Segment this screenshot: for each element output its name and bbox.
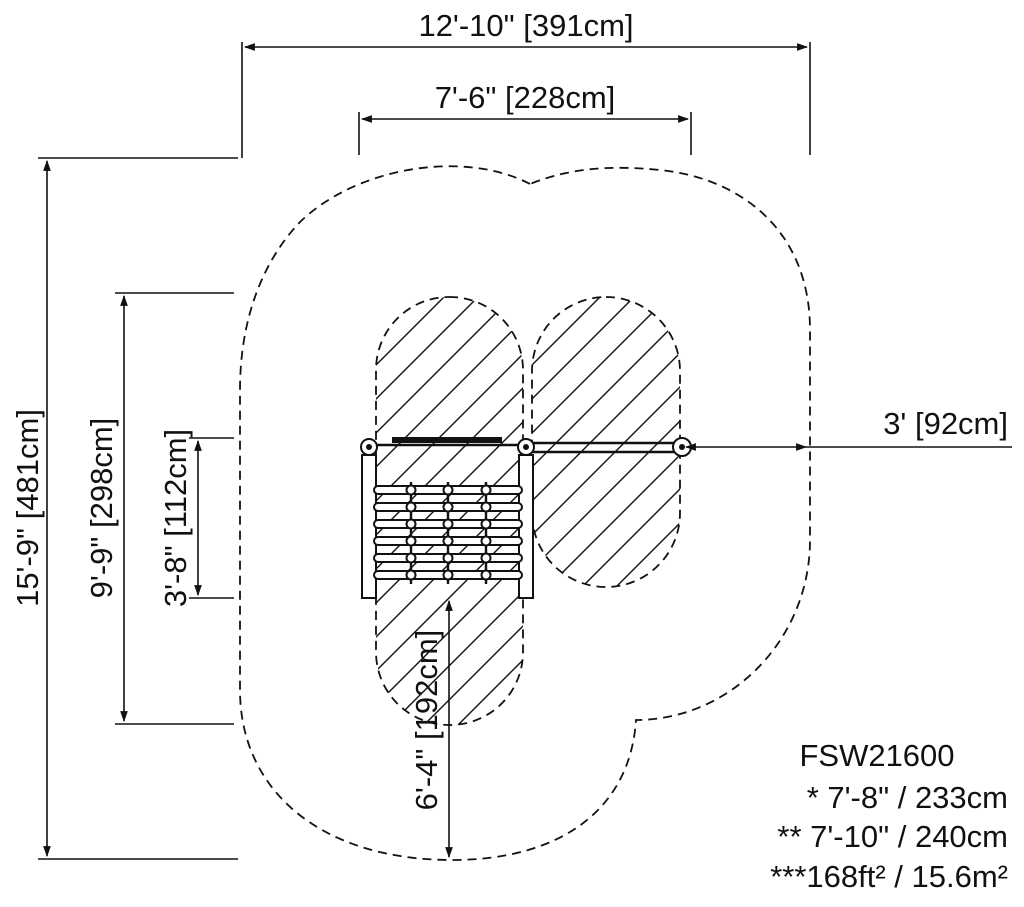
svg-text:7'-6" [228cm]: 7'-6" [228cm] [435,80,616,115]
dim-overall-length: 15'-9" [481cm] [10,157,238,860]
svg-text:3' [92cm]: 3' [92cm] [883,406,1008,441]
svg-text:6'-4" [192cm]: 6'-4" [192cm] [409,630,444,811]
dim-use-zone-length: 9'-9" [298cm] [84,292,234,725]
svg-text:15'-9" [481cm]: 15'-9" [481cm] [10,409,45,607]
dim-overall-width: 12'-10" [391cm] [241,8,811,158]
svg-text:12'-10" [391cm]: 12'-10" [391cm] [418,8,633,43]
dim-side-clearance: 3' [92cm] [684,406,1012,451]
dim-structure-depth: 3'-8" [112cm] [158,429,234,607]
model-number: FSW21600 [799,738,954,773]
spec-line-3: ***168ft² / 15.6m² [770,859,1008,894]
spec-notes: FSW21600 * 7'-8" / 233cm ** 7'-10" / 240… [770,738,1008,894]
play-structure [360,437,692,599]
dim-front-clearance: 6'-4" [192cm] [409,599,453,859]
spec-line-2: ** 7'-10" / 240cm [777,819,1008,854]
spec-line-1: * 7'-8" / 233cm [807,780,1008,815]
dim-structure-width: 7'-6" [228cm] [358,80,692,155]
svg-text:9'-9" [298cm]: 9'-9" [298cm] [84,418,119,599]
svg-text:3'-8" [112cm]: 3'-8" [112cm] [158,429,193,607]
